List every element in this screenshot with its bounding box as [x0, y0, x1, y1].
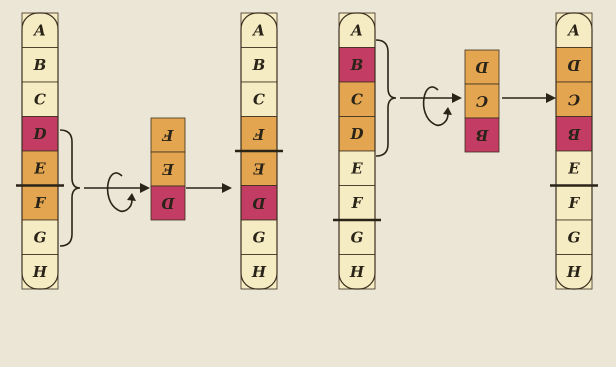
chromosome-segment-a — [338, 12, 376, 48]
chromosome-segment-a — [21, 12, 59, 48]
chromosome-segment-label: D — [32, 125, 46, 143]
chromosome-segment-label: G — [351, 228, 364, 246]
chromosome-segment-label: H — [566, 263, 582, 281]
chromosome-segment-label: A — [566, 21, 580, 39]
chromosome-segment-label: G — [34, 228, 47, 246]
chromosome-segment-label: B — [350, 56, 364, 74]
chromosome-segment-c — [555, 81, 593, 117]
chromosome-segment-label: C — [253, 90, 265, 108]
fragment-segment-d — [150, 185, 186, 221]
chromosome-segment-label: H — [32, 263, 48, 281]
arrowhead-4 — [546, 93, 556, 103]
chromosome-outline — [338, 12, 376, 290]
chromosome-segment-label: D — [567, 56, 581, 74]
fragment-segment-label: D — [475, 58, 489, 76]
fragment-segment-d — [464, 49, 500, 85]
rotation-arrow-1 — [106, 172, 133, 213]
chromosome-segment-label: A — [32, 21, 46, 39]
chromosome-segment-d — [555, 47, 593, 83]
arrowhead-3 — [452, 93, 462, 103]
chromosome-segment-g — [240, 219, 278, 255]
chromosome-segment-label: E — [253, 159, 266, 177]
fragment-segment-label: C — [476, 92, 488, 110]
chromosome-segment-c — [240, 81, 278, 117]
rotation-arrow-2 — [422, 86, 449, 127]
chromosome-segment-label: C — [351, 90, 363, 108]
fragment-segment-label: E — [162, 160, 175, 178]
rotation-arrowhead-1 — [127, 193, 136, 201]
chromosome-segment-label: D — [252, 194, 266, 212]
chromosome-segment-label: B — [252, 56, 266, 74]
arrowhead-2 — [222, 183, 232, 193]
chromosome-segment-h — [338, 254, 376, 290]
fragment-segment-label: B — [476, 126, 490, 144]
chromosome-segment-g — [338, 219, 376, 255]
fragment-segment-label: F — [161, 126, 174, 144]
fragment-segment-f — [150, 117, 186, 153]
fragment-inverted-1: FED — [150, 117, 186, 221]
chromosome-segment-f — [555, 185, 593, 221]
chromosome-segment-label: F — [568, 194, 581, 212]
chromosome-segment-label: B — [568, 125, 582, 143]
brace-1 — [59, 129, 81, 247]
arrowhead-1 — [140, 183, 150, 193]
chromosome-segment-label: C — [568, 90, 580, 108]
chromosome-segment-g — [555, 219, 593, 255]
rotation-arrowhead-2 — [443, 107, 452, 115]
chromosome-segment-label: F — [34, 194, 47, 212]
chromosome-segment-label: H — [251, 263, 267, 281]
chromosome-segment-label: G — [253, 228, 266, 246]
chromosome-segment-label: H — [349, 263, 365, 281]
chromosome-segment-label: A — [251, 21, 265, 39]
chromosome-segment-label: C — [34, 90, 46, 108]
chromosome-segment-label: A — [349, 21, 363, 39]
brace-2 — [375, 39, 397, 157]
chromosome-segment-label: E — [350, 159, 363, 177]
fragment-segment-label: D — [161, 194, 175, 212]
fragment-segment-e — [150, 151, 186, 187]
chromosome-segment-label: E — [33, 159, 46, 177]
chromosome-segment-label: E — [567, 159, 580, 177]
chromosome-segment-label: F — [252, 125, 265, 143]
chromosome-segment-f — [240, 116, 278, 152]
chromosome-segment-a — [240, 12, 278, 48]
chromosome-segment-d — [240, 185, 278, 221]
chromosome-segment-label: D — [349, 125, 363, 143]
chromosome-outline — [555, 12, 593, 290]
fragment-inverted-2: DCB — [464, 49, 500, 153]
chromosome-segment-label: F — [351, 194, 364, 212]
chromosome-segment-label: B — [33, 56, 47, 74]
chromosome-segment-c — [338, 81, 376, 117]
chromosome-outline — [21, 12, 59, 290]
chromosome-segment-b — [21, 47, 59, 83]
chromosome-segment-label: G — [568, 228, 581, 246]
fragment-segment-b — [464, 117, 500, 153]
